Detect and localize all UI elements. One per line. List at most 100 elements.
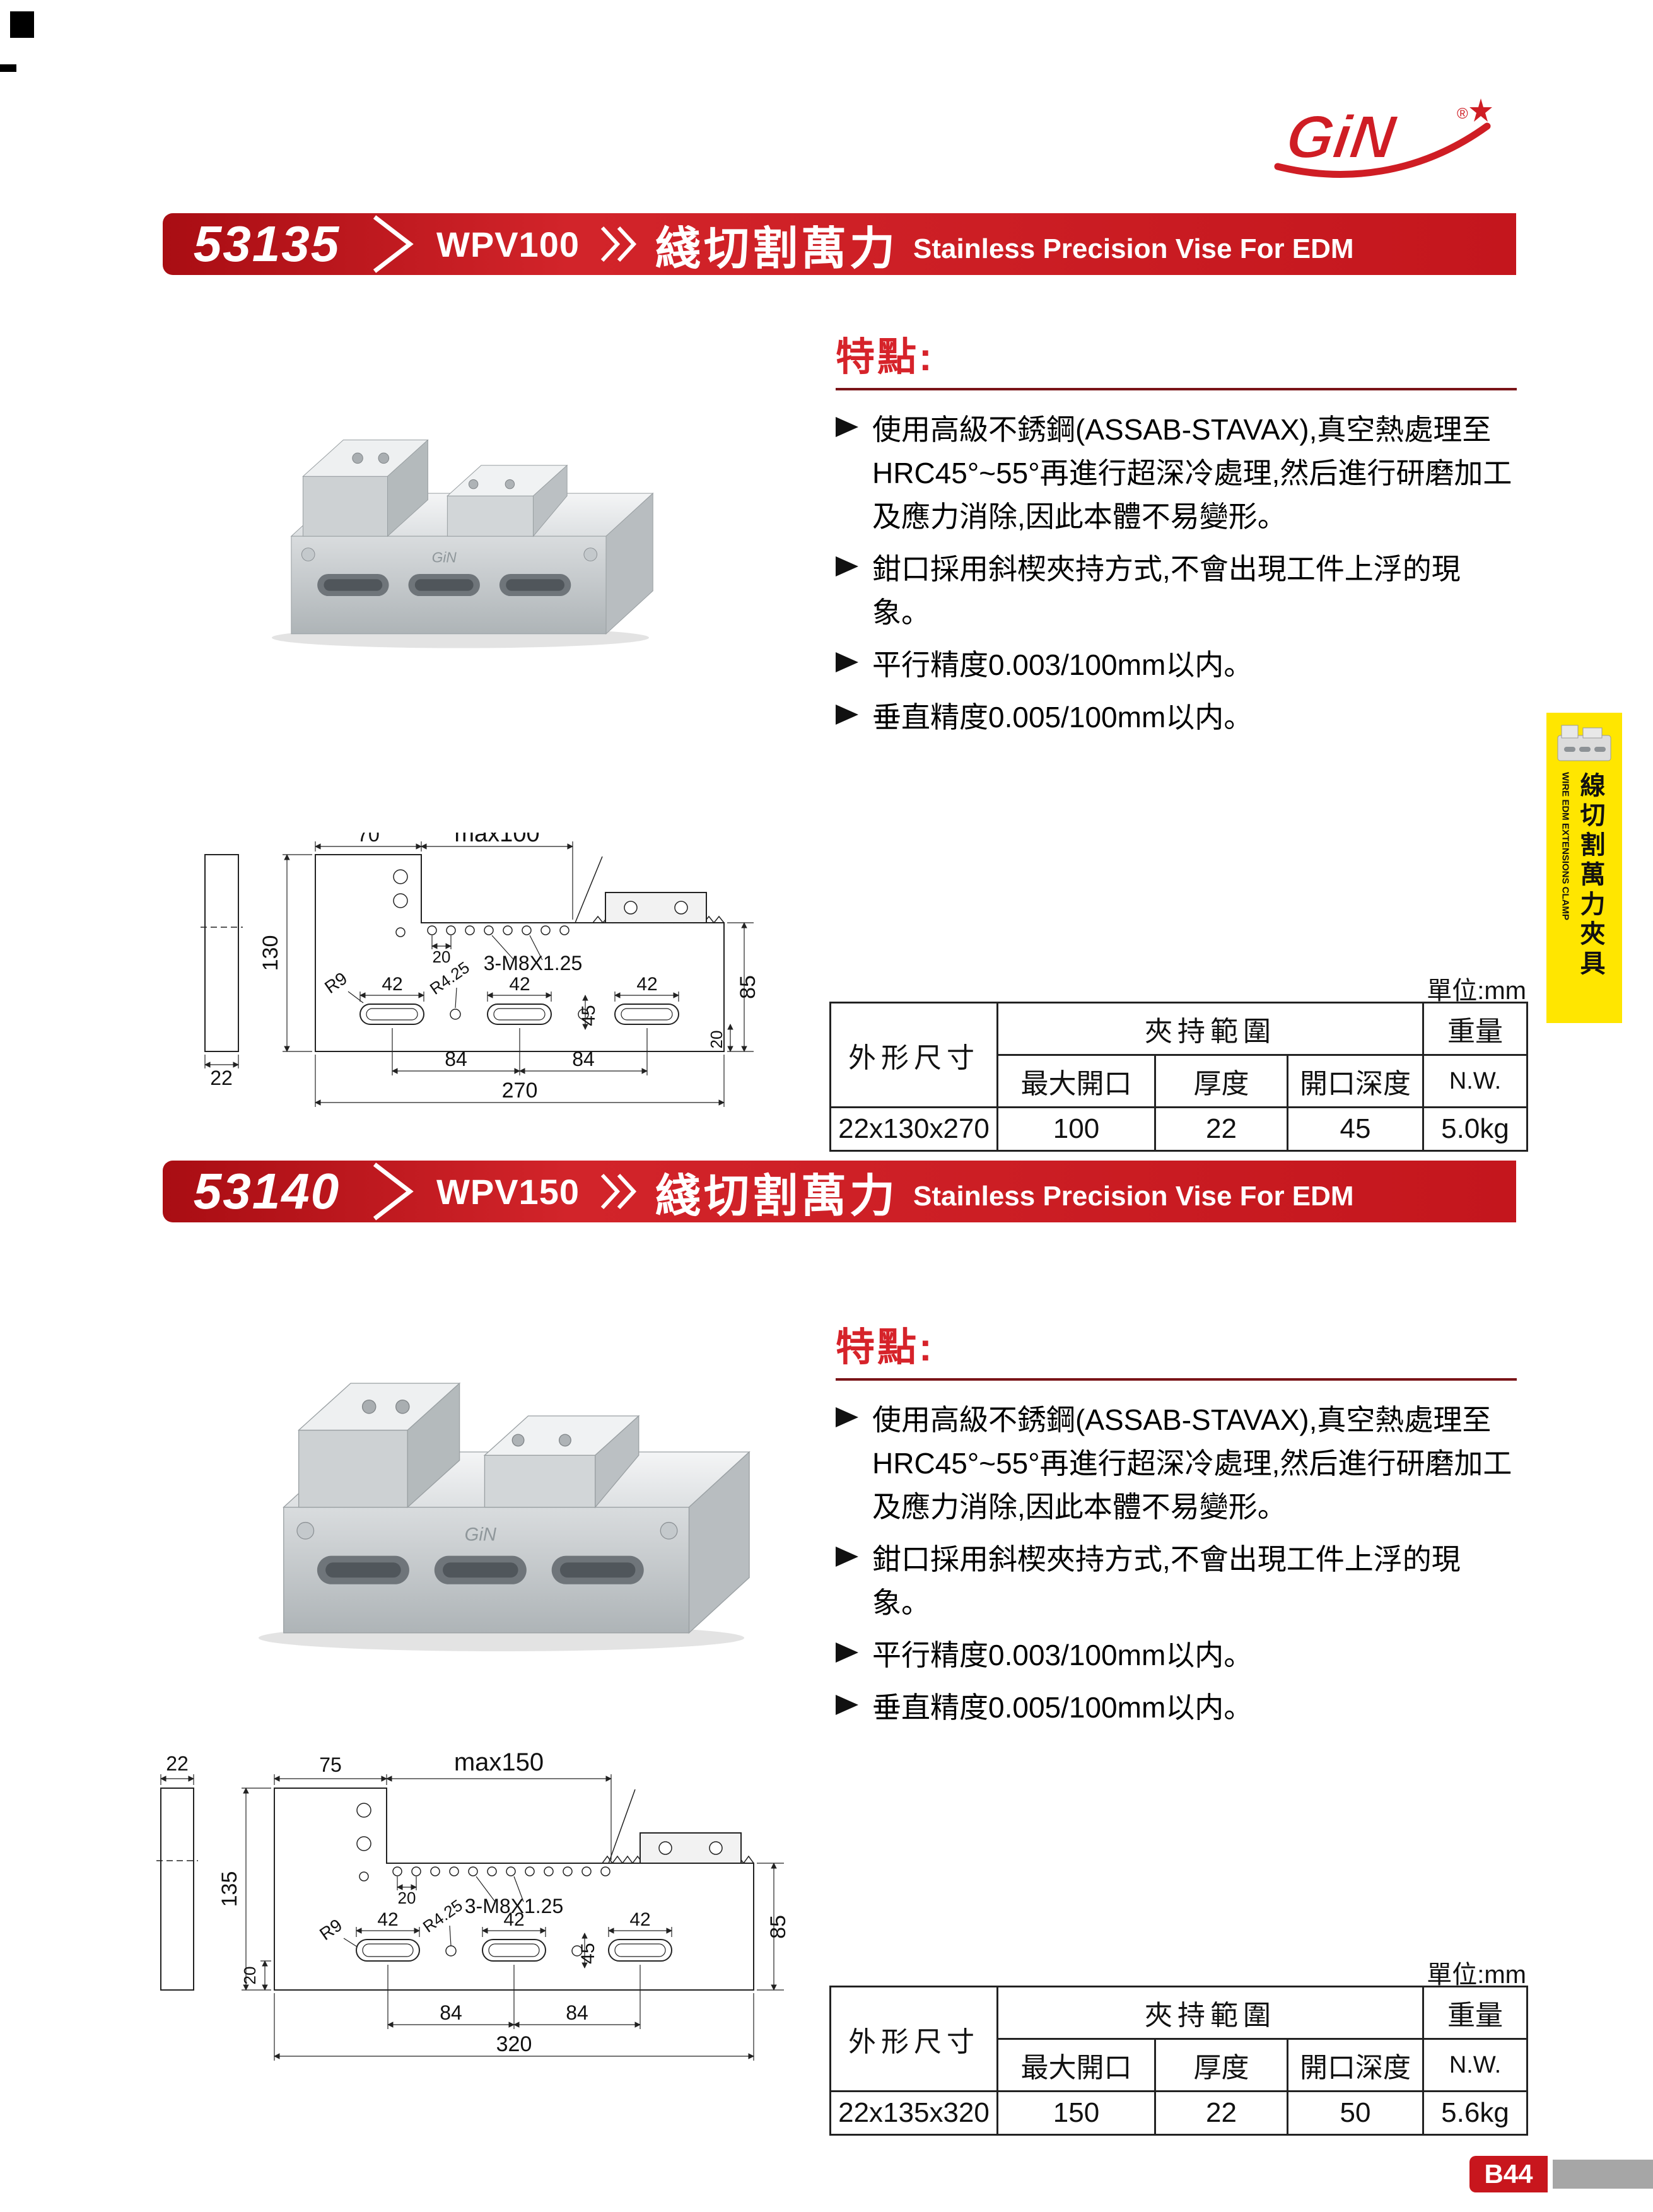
product-banner-1: 53135 WPV100 綫切割萬力 Stainless Precision V… (163, 213, 1516, 275)
triangle-bullet-icon (836, 1695, 858, 1715)
header-depth: 開口深度 (1287, 2038, 1424, 2092)
product-code: 53140 (193, 1163, 341, 1219)
dim-label: 3-M8X1.25 (484, 952, 583, 974)
brand-logo: GiN ® (1274, 98, 1492, 178)
header-thick: 厚度 (1154, 1054, 1288, 1108)
header-weight: 重量 (1422, 1002, 1528, 1056)
dim-label: 320 (496, 2032, 532, 2056)
dim-label: 22 (166, 1752, 189, 1775)
print-mark (10, 11, 34, 38)
spec-weight-value: 5.0kg (1422, 1106, 1528, 1152)
dim-label: 20 (240, 1967, 259, 1985)
feature-item: 平行精度0.003/100mm以内。 (836, 643, 1517, 687)
dim-label: 270 (502, 1079, 538, 1103)
dim-label: 20 (398, 1888, 416, 1907)
drawing-holes (359, 869, 688, 1025)
dim-label: R9 (321, 968, 351, 997)
features-section-2: 特點: 使用高級不銹鋼(ASSAB-STAVAX),真空熱處理至HRC45°~5… (836, 1315, 1517, 1738)
dim-label: 42 (629, 1909, 650, 1930)
etched-logo-text: GiN (465, 1525, 497, 1545)
dim-label: 3-M8X1.25 (465, 1895, 564, 1917)
spec-open-value: 100 (996, 1106, 1156, 1152)
spec-size-value: 22x130x270 (829, 1106, 998, 1152)
double-chevron-icon (600, 226, 637, 262)
header-weight: 重量 (1422, 1986, 1528, 2040)
unit-label: 單位:mm (1427, 1961, 1526, 1989)
feature-item: 鉗口採用斜楔夾持方式,不會出現工件上浮的現象。 (836, 1538, 1517, 1625)
triangle-bullet-icon (836, 1547, 858, 1567)
side-tab-vise-icon (1557, 725, 1611, 761)
page-number-badge: B44 (1469, 2156, 1548, 2192)
banner-chevron-icon (373, 215, 414, 273)
spec-weight-value: 5.6kg (1422, 2090, 1528, 2136)
dim-label: 85 (736, 975, 760, 999)
dimension-labels: 22 75 max150 135 20 85 84 84 320 42 42 4… (166, 1750, 790, 2056)
feature-text: 使用高級不銹鋼(ASSAB-STAVAX),真空熱處理至HRC45°~55°再進… (872, 1403, 1512, 1523)
technical-drawing-1: 70 max100 130 22 85 20 84 84 270 42 42 4… (201, 833, 760, 1107)
features-section-1: 特點: 使用高級不銹鋼(ASSAB-STAVAX),真空熱處理至HRC45°~5… (836, 325, 1517, 748)
spec-table-1: 外形尺寸 夾持範圍 重量 最大開口 厚度 開口深度 N.W. 22x130x27… (829, 1002, 1528, 1152)
dim-label: R9 (316, 1915, 346, 1944)
dim-label: 42 (382, 974, 402, 995)
header-thick: 厚度 (1154, 2038, 1288, 2092)
spec-depth-value: 50 (1287, 2090, 1424, 2136)
header-open: 最大開口 (996, 2038, 1156, 2092)
feature-text: 平行精度0.003/100mm以内。 (872, 1639, 1253, 1671)
dim-label: 70 (357, 833, 380, 846)
dim-label: 130 (259, 935, 283, 971)
dim-label: 84 (445, 1048, 467, 1070)
side-tab-label-en: WIRE EDM EXTENSIONS CLAMP (1560, 772, 1571, 921)
unit-label: 單位:mm (1427, 977, 1526, 1005)
product-title-en: Stainless Precision Vise For EDM (913, 233, 1354, 264)
dim-label: max100 (454, 833, 539, 847)
product-code: 53135 (193, 216, 341, 272)
spec-table-2: 外形尺寸 夾持範圍 重量 最大開口 厚度 開口深度 N.W. 22x135x32… (829, 1986, 1528, 2136)
dim-label: 20 (707, 1031, 726, 1049)
dim-label: 42 (377, 1909, 398, 1930)
spec-size-value: 22x135x320 (829, 2090, 998, 2136)
product-photo-2: GiN (258, 1382, 751, 1652)
dim-label: 45 (578, 1943, 599, 1963)
dimension-lines (204, 841, 754, 1107)
dim-label: 84 (566, 2001, 588, 2024)
page-number-bar (1553, 2160, 1653, 2189)
feature-text: 垂直精度0.005/100mm以内。 (872, 1691, 1253, 1724)
feature-text: 平行精度0.003/100mm以内。 (872, 648, 1253, 681)
dim-label: 22 (210, 1067, 233, 1089)
product-title-cn: 綫切割萬力 (655, 223, 899, 274)
vise-illustration: GiN (258, 1382, 751, 1652)
etched-logo-text: GiN (432, 549, 457, 565)
triangle-bullet-icon (836, 1642, 858, 1663)
logo-swoosh (1274, 122, 1491, 178)
feature-text: 鉗口採用斜楔夾持方式,不會出現工件上浮的現象。 (872, 1543, 1461, 1619)
logo-text: GiN (1282, 103, 1401, 170)
dim-label: 42 (503, 1909, 524, 1930)
side-tab-label-cn: 線切割萬力夾具 (1576, 772, 1604, 980)
features-heading: 特點: (836, 325, 1517, 390)
dim-label: 135 (218, 1871, 242, 1907)
triangle-bullet-icon (836, 1407, 858, 1427)
dim-label: 84 (572, 1048, 595, 1070)
product-banner-2: 53140 WPV150 綫切割萬力 Stainless Precision V… (163, 1161, 1516, 1222)
drawing-outline (201, 854, 725, 1052)
banner-chevron-icon (373, 1162, 414, 1220)
triangle-bullet-icon (836, 417, 858, 437)
dim-label: 75 (319, 1753, 342, 1776)
header-depth: 開口深度 (1287, 1054, 1424, 1108)
feature-item: 平行精度0.003/100mm以内。 (836, 1634, 1517, 1677)
spec-thick-value: 22 (1154, 1106, 1288, 1152)
technical-drawing-2: 22 75 max150 135 20 85 84 84 320 42 42 4… (156, 1750, 790, 2061)
drawing-holes (356, 1803, 723, 1962)
vise-illustration: GiN (271, 439, 654, 648)
feature-text: 鉗口採用斜楔夾持方式,不會出現工件上浮的現象。 (872, 553, 1461, 629)
header-range: 夾持範圍 (996, 1002, 1424, 1056)
product-title-en: Stainless Precision Vise For EDM (913, 1181, 1354, 1212)
dim-label: R4.25 (419, 1895, 466, 1936)
triangle-bullet-icon (836, 556, 858, 576)
logo-star-icon (1469, 98, 1492, 122)
header-size: 外形尺寸 (829, 1002, 998, 1108)
product-model: WPV100 (436, 224, 580, 264)
header-range: 夾持範圍 (996, 1986, 1424, 2040)
dim-label: 42 (636, 974, 657, 995)
